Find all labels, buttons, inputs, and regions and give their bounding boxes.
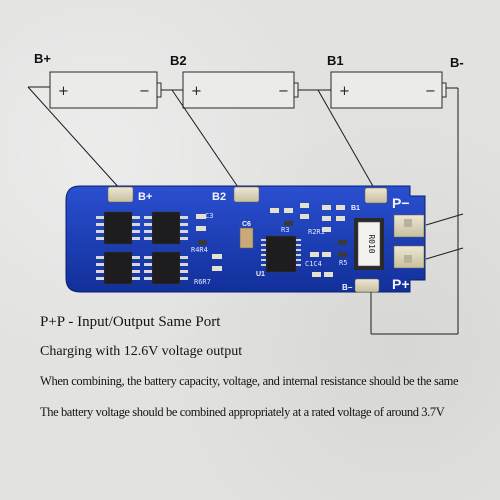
pad-label-b1: B1 xyxy=(351,205,360,212)
silk-r6r7: R6R7 xyxy=(194,278,211,286)
shunt-resistor xyxy=(357,221,381,267)
cell-2-positive: + xyxy=(191,84,202,99)
ic-pins xyxy=(261,239,301,266)
silk-c3: C3 xyxy=(205,212,213,220)
silk-r3: R3 xyxy=(281,226,289,234)
protection-ic xyxy=(265,235,297,273)
terminal-label-b-minus: B- xyxy=(450,55,464,70)
cell-3-positive: + xyxy=(339,84,350,99)
smd-resistors xyxy=(198,221,347,257)
pad-label-b-plus: B+ xyxy=(138,191,152,203)
silk-r4r4: R4R4 xyxy=(191,246,208,254)
battery-cell-1: + − xyxy=(49,71,162,109)
caption-matching-requirement: When combining, the battery capacity, vo… xyxy=(40,374,459,388)
cell-3-negative: − xyxy=(425,84,436,99)
protection-board: B+ B2 B1 P− P+ B− R010 xyxy=(65,185,426,293)
caption-charging-voltage: Charging with 12.6V voltage output xyxy=(40,344,243,359)
pad-label-b-minus: B− xyxy=(342,283,353,292)
battery-cell-3: + − xyxy=(330,71,447,109)
pad-b-minus xyxy=(354,278,380,293)
mosfet-pins xyxy=(96,216,188,280)
pad-b-plus xyxy=(107,186,134,203)
pad-label-b2: B2 xyxy=(212,191,226,203)
cell-2-negative: − xyxy=(278,84,289,99)
battery-cell-2: + − xyxy=(182,71,299,109)
silk-r5: R5 xyxy=(339,259,347,267)
resistor-marking: R010 xyxy=(367,234,376,253)
caption-rated-voltage: The battery voltage should be combined a… xyxy=(40,405,445,419)
capacitor-label: C6 xyxy=(242,221,251,228)
cell-1-negative: − xyxy=(139,84,150,99)
pad-b2 xyxy=(233,186,260,203)
pad-label-p-plus: P+ xyxy=(392,276,410,292)
silk-c1c4: C1C4 xyxy=(305,260,322,268)
mosfet-chips xyxy=(103,211,181,285)
pad-label-p-minus: P− xyxy=(392,195,410,211)
caption-port-info: P+P - Input/Output Same Port xyxy=(40,314,221,330)
connection-wires xyxy=(27,86,464,335)
ic-label: U1 xyxy=(256,271,265,278)
pad-b1 xyxy=(364,187,388,204)
capacitor-c6 xyxy=(239,227,254,249)
silk-r2r1: R2R1 xyxy=(308,228,325,236)
terminal-label-b2: B2 xyxy=(170,53,187,68)
smd-passives xyxy=(196,203,345,277)
terminal-label-b-plus: B+ xyxy=(34,51,51,66)
terminal-label-b1: B1 xyxy=(327,53,344,68)
cell-1-positive: + xyxy=(58,84,69,99)
